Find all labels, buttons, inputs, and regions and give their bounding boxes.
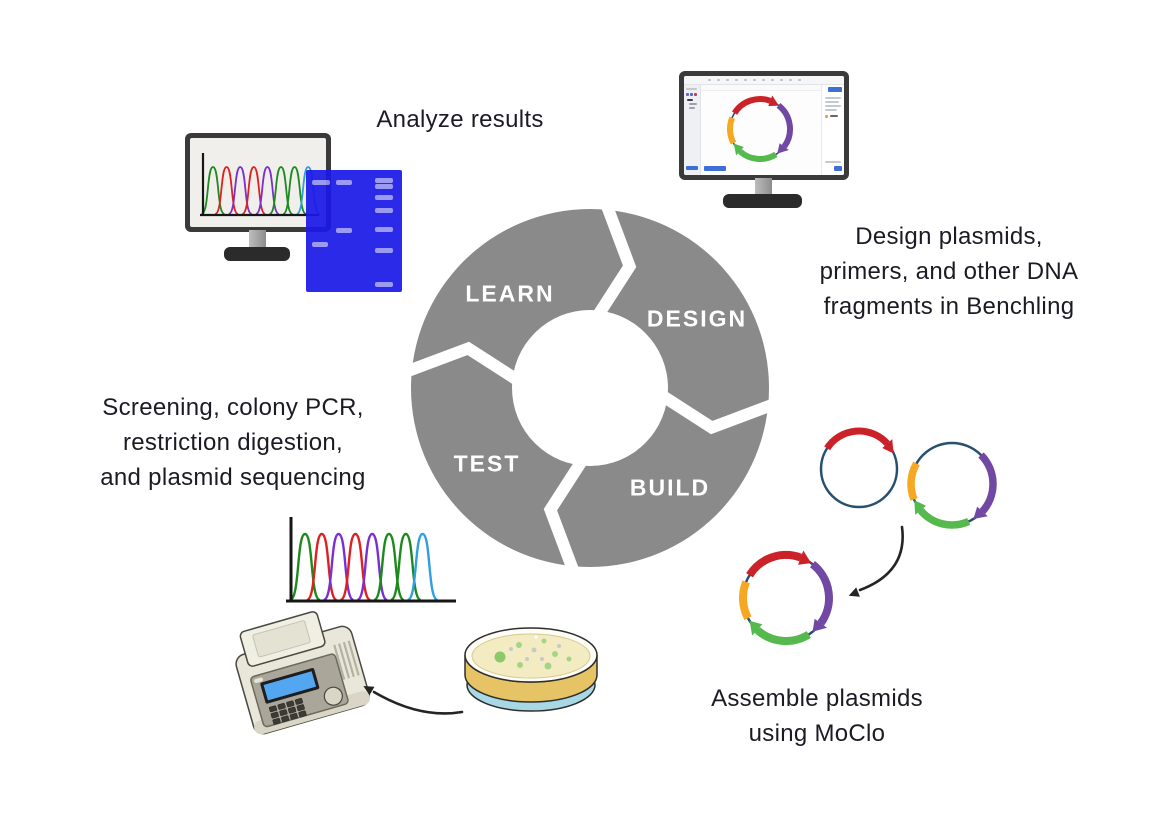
benchling-canvas (701, 85, 821, 175)
caption-analyze-results: Analyze results (330, 102, 590, 137)
benchling-toolbar (684, 76, 844, 85)
benchling-selection-chip (704, 166, 726, 171)
monitor-stand-neck (249, 230, 266, 249)
caption-line: restriction digestion, (122, 429, 344, 456)
cycle-segment-build-label: BUILD (630, 475, 710, 501)
petri-dish-icon (464, 627, 598, 712)
caption-screening: Screening, colony PCR, restriction diges… (68, 390, 398, 495)
colonies (494, 635, 572, 670)
monitor-stand-base (224, 247, 290, 261)
sidebar-row (830, 115, 838, 117)
sidebar-dot (694, 93, 697, 96)
sidebar-dot (690, 93, 693, 96)
benchling-plasmid-map (727, 95, 793, 162)
caption-line: Analyze results (376, 106, 544, 133)
sidebar-dot (686, 93, 689, 96)
sidebar-row (825, 105, 841, 107)
assembly-arrow-icon (848, 525, 904, 597)
cycle-segment-design-label: DESIGN (647, 306, 747, 332)
cycle-divider (591, 201, 637, 322)
caption-assemble-moclo: Assemble plasmids using MoClo (687, 681, 947, 751)
caption-line: Design plasmids, (855, 223, 1043, 250)
cycle-ring (411, 209, 769, 567)
caption-line: Screening, colony PCR, (102, 394, 364, 421)
sidebar-row (825, 101, 839, 103)
gel-bands (312, 178, 393, 287)
thermocycler-icon (235, 611, 371, 735)
sidebar-row (825, 109, 837, 111)
pcr-arrow-icon (363, 686, 464, 715)
plasmid-single-icon (819, 427, 899, 509)
benchling-right-sidebar (821, 85, 844, 175)
cycle-segment-learn-label: LEARN (465, 281, 554, 307)
caption-design-plasmids: Design plasmids, primers, and other DNA … (793, 219, 1105, 324)
monitor-benchling (679, 71, 849, 180)
caption-line: primers, and other DNA (819, 258, 1079, 285)
sidebar-row (689, 103, 697, 105)
sidebar-button (834, 166, 842, 171)
chromatogram-large-icon (286, 517, 456, 603)
sidebar-row (687, 99, 693, 101)
toolbar-icons (708, 79, 804, 81)
caption-line: fragments in Benchling (823, 293, 1075, 320)
sidebar-row (689, 107, 695, 109)
sidebar-dot (825, 115, 828, 118)
caption-line: Assemble plasmids (711, 685, 923, 712)
cycle-segment-test-label: TEST (454, 451, 521, 477)
dbtl-cycle-icon: LEARN DESIGN BUILD TEST (403, 201, 777, 575)
cycle-divider (543, 454, 589, 575)
sidebar-button (686, 166, 698, 170)
gel-electrophoresis-icon (306, 170, 402, 292)
benchling-left-sidebar (684, 85, 701, 175)
canvas-tab-strip (701, 85, 821, 91)
plasmid-insert-icon (907, 441, 997, 529)
cycle-divider (403, 341, 524, 387)
primary-button (828, 87, 842, 92)
sidebar-row (686, 88, 697, 90)
sidebar-row (825, 97, 841, 99)
monitor-stand-neck (755, 178, 772, 196)
cycle-divider (656, 389, 777, 435)
caption-line: and plasmid sequencing (100, 464, 366, 491)
plasmid-assembled-icon (739, 550, 833, 645)
benchling-screen (684, 76, 844, 175)
sidebar-row (825, 161, 841, 163)
caption-line: using MoClo (748, 720, 886, 747)
monitor-stand-base (723, 194, 802, 208)
